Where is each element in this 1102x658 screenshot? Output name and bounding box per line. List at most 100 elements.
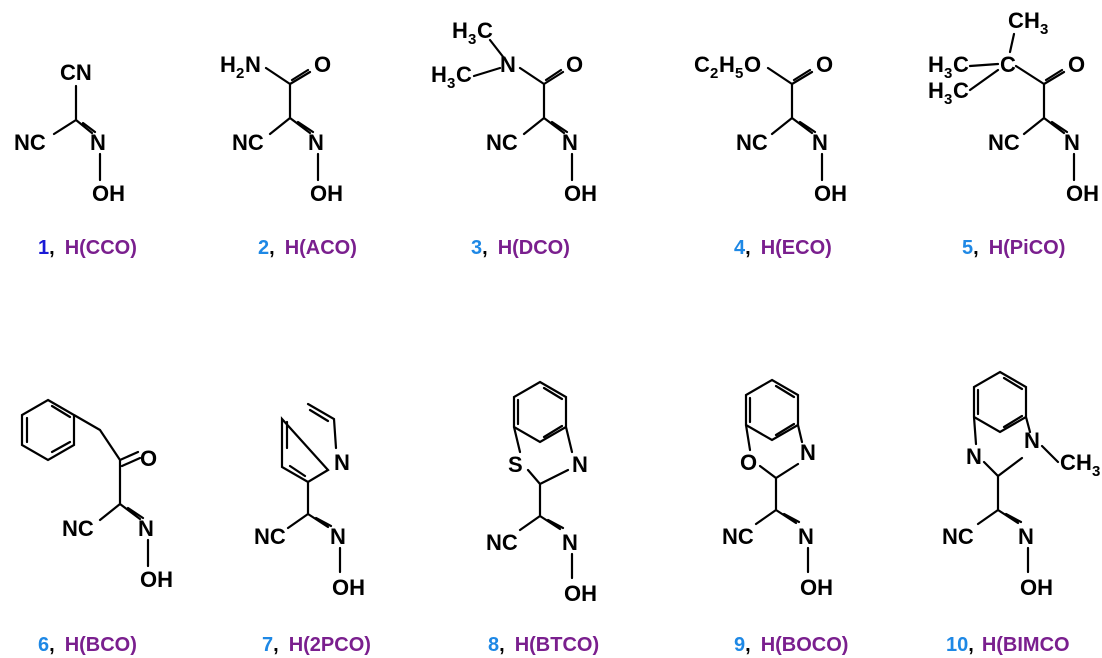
svg-text:3,H(DCO): 3,H(DCO): [471, 237, 570, 259]
atom-n-ring: N: [334, 450, 350, 475]
compound-name: H(BTCO): [515, 634, 599, 656]
atom-h: H: [220, 52, 236, 77]
caption-8: 8,H(BTCO): [488, 634, 599, 656]
compound-number: 4: [734, 237, 746, 259]
atom-n: N: [798, 524, 814, 549]
caption-7: 7,H(2PCO): [262, 634, 371, 656]
atom-c: C: [1060, 450, 1076, 475]
compound-name: H(BIMCO: [982, 634, 1070, 656]
bonds: [20, 398, 150, 568]
atom-c-quat: C: [1000, 52, 1016, 77]
atom-o: O: [566, 52, 583, 77]
atom-n2: N: [308, 130, 324, 155]
atom-h: H: [1076, 450, 1092, 475]
svg-text:8,H(BTCO): 8,H(BTCO): [488, 634, 599, 656]
atom-c2: C: [456, 62, 472, 87]
atom-n2: N: [562, 130, 578, 155]
caption-4: 4,H(ECO): [734, 237, 832, 259]
compound-separator: ,: [273, 634, 279, 656]
atom-o2: O: [816, 52, 833, 77]
atom-h2: H: [431, 62, 447, 87]
atom-oh: OH: [564, 181, 597, 206]
compound-number: 8: [488, 634, 499, 656]
svg-text:10,H(BIMCO: 10, H(BIMCO: [946, 634, 1070, 656]
atom-n: N: [812, 130, 828, 155]
compound-separator: ,: [968, 634, 974, 656]
structure-9: O N NC N OH: [722, 378, 833, 600]
bonds: [52, 84, 102, 182]
atom-oh: OH: [1066, 181, 1099, 206]
compound-separator: ,: [269, 237, 275, 259]
compound-number: 9: [734, 634, 745, 656]
atom-o: O: [140, 446, 157, 471]
compound-name: H(CCO): [65, 237, 137, 259]
atom-oh: OH: [332, 575, 365, 600]
atom-c: C: [477, 18, 493, 43]
caption-6: 6,H(BCO): [38, 634, 137, 656]
caption-10: 10, H(BIMCO: [946, 634, 1070, 656]
svg-text:7,H(2PCO): 7,H(2PCO): [262, 634, 371, 656]
bonds: [972, 370, 1060, 574]
bonds: [280, 402, 342, 574]
atom-oh: OH: [1020, 575, 1053, 600]
atom-sub-3c: 3: [944, 91, 952, 108]
atom-sub-3: 3: [1092, 463, 1100, 480]
atom-n: N: [90, 130, 106, 155]
atom-n: N: [1018, 524, 1034, 549]
compound-separator: ,: [49, 237, 55, 259]
structure-5: C H 3 H 3 C C H 3 C O NC N OH: [928, 8, 1099, 206]
compound-number: 7: [262, 634, 273, 656]
atom-n-ring: N: [800, 440, 816, 465]
compound-number: 3: [471, 237, 482, 259]
bonds: [512, 380, 574, 580]
atom-n-methyl: N: [1024, 428, 1040, 453]
structure-8: S N NC N OH: [486, 380, 597, 606]
compound-name: H(PiCO): [989, 237, 1066, 259]
bonds: [472, 38, 574, 182]
atom-oh: OH: [310, 181, 343, 206]
atom-oh: OH: [800, 575, 833, 600]
atom-n: N: [1064, 130, 1080, 155]
atom-sub-3b: 3: [944, 65, 952, 82]
atom-nc: NC: [62, 516, 94, 541]
atom-sub-3b: 3: [447, 75, 455, 92]
atom-n: N: [330, 524, 346, 549]
atom-nc: NC: [14, 130, 46, 155]
atom-c3: C: [953, 78, 969, 103]
atom-nc: NC: [942, 524, 974, 549]
compound-name: H(BOCO): [761, 634, 849, 656]
atom-n-ring: N: [966, 444, 982, 469]
atom-n: N: [138, 516, 154, 541]
atom-nc: NC: [486, 530, 518, 555]
atom-s: S: [508, 452, 523, 477]
bonds: [766, 66, 824, 182]
atom-n: N: [245, 52, 261, 77]
compound-number: 6: [38, 634, 49, 656]
compound-number: 2: [258, 237, 269, 259]
compound-separator: ,: [973, 237, 979, 259]
compound-name: H(DCO): [498, 237, 570, 259]
compound-separator: ,: [745, 634, 751, 656]
atom-nc: NC: [486, 130, 518, 155]
bonds: [744, 378, 810, 574]
caption-5: 5,H(PiCO): [962, 237, 1065, 259]
atom-nc: NC: [254, 524, 286, 549]
atom-o: O: [1068, 52, 1085, 77]
compound-number: 10: [946, 634, 968, 656]
structure-2: H 2 N O NC N OH: [220, 52, 343, 206]
structure-1: CN NC N OH: [14, 60, 125, 206]
svg-text:4,H(ECO): 4,H(ECO): [734, 237, 832, 259]
atom-sub-5: 5: [735, 65, 743, 82]
atom-o: O: [744, 52, 761, 77]
atom-c: C: [694, 52, 710, 77]
atom-oh: OH: [92, 181, 125, 206]
atom-sub-2: 2: [710, 65, 718, 82]
atom-h: H: [719, 52, 735, 77]
atom-oh: OH: [564, 581, 597, 606]
atom-oh: OH: [140, 567, 173, 592]
svg-text:6,H(BCO): 6,H(BCO): [38, 634, 137, 656]
compound-name: H(ACO): [285, 237, 357, 259]
svg-text:2,H(ACO): 2, H(ACO): [258, 237, 357, 259]
atom-nc: NC: [722, 524, 754, 549]
atom-nc: NC: [736, 130, 768, 155]
